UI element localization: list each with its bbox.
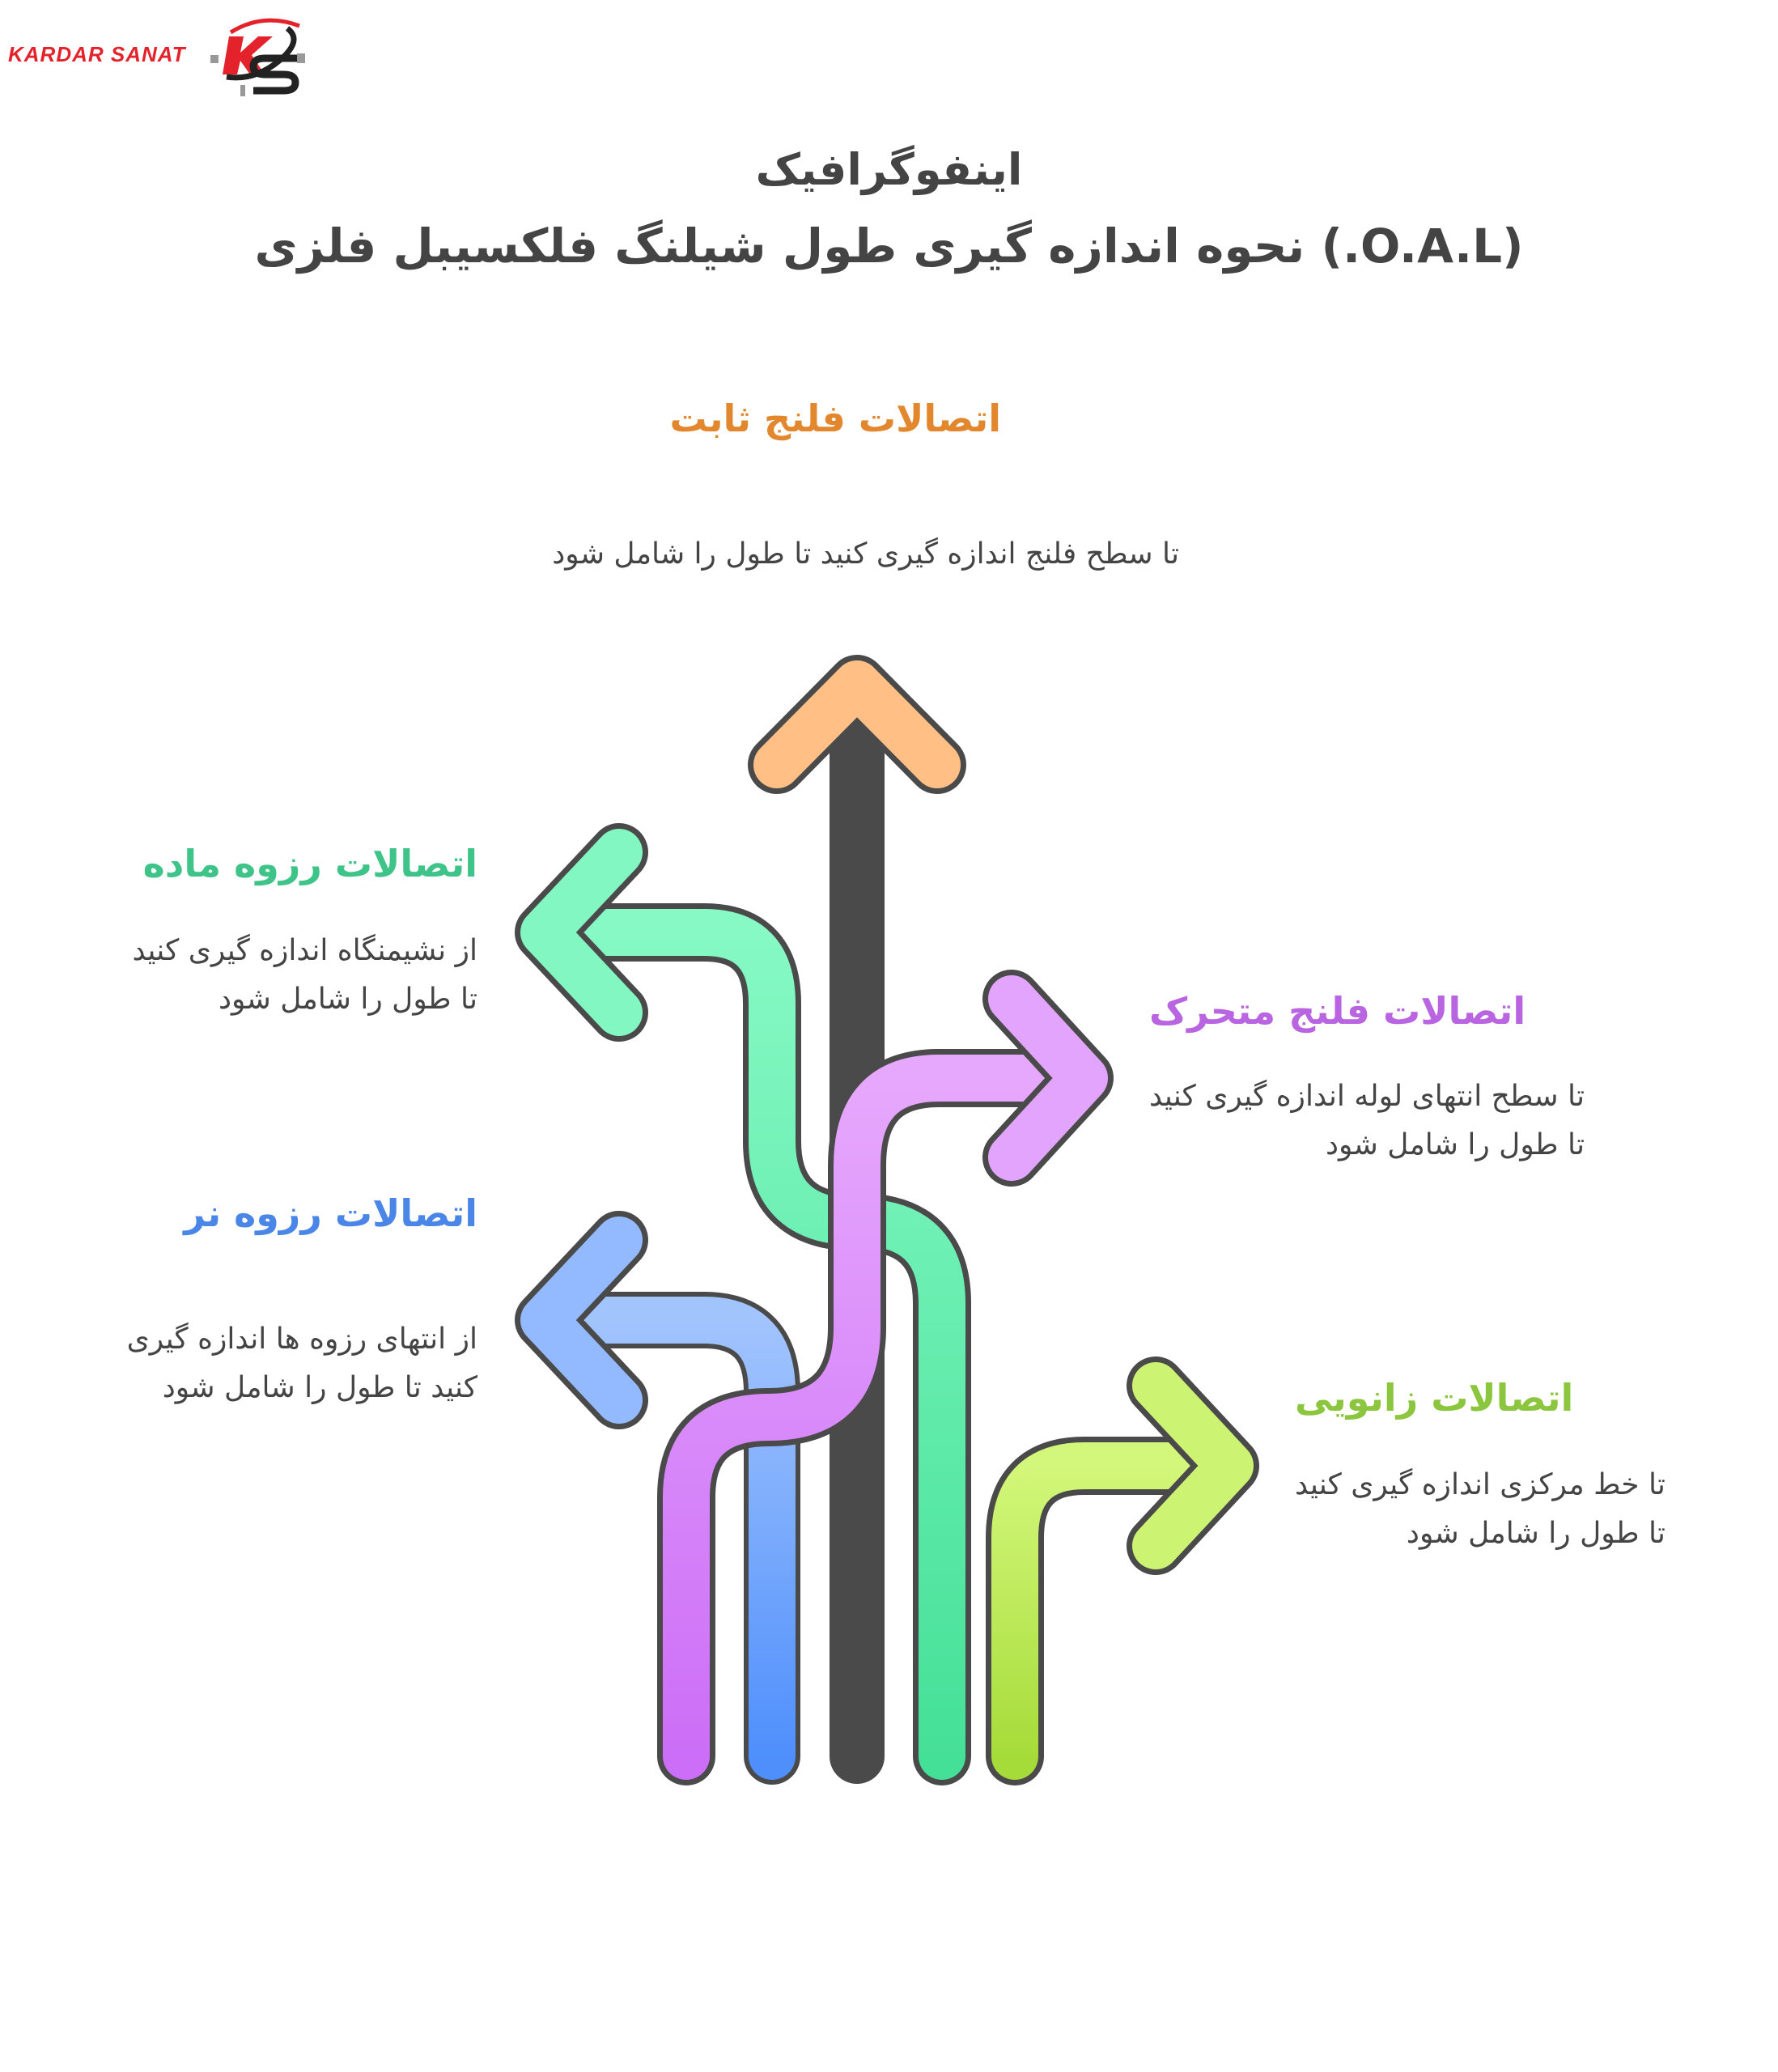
arrow-elbow: [986, 1357, 1259, 1785]
arrow-female-thread: [515, 823, 971, 1785]
heading-swivel-flange: اتصالات فلنج متحرک: [1149, 989, 1526, 1033]
heading-elbow: اتصالات زانویی: [1295, 1376, 1574, 1420]
desc-fixed-flange: تا سطح فلنج اندازه گیری کنید تا طول را ش…: [552, 537, 1179, 571]
logo: KARDAR SANAT: [8, 16, 308, 97]
logo-ks-icon: [210, 18, 305, 96]
desc-male-thread: از انتهای رزوه ها اندازه گیری کنید تا طو…: [126, 1323, 477, 1404]
desc-female-thread: از نشیمنگاه اندازه گیری کنید تا طول را ش…: [132, 934, 477, 1016]
page-subtitle: (O.A.L.) نحوه اندازه گیری طول شیلنگ فلکس…: [254, 219, 1524, 274]
heading-male-thread: اتصالات رزوه نر: [184, 1191, 477, 1235]
desc-elbow: تا خط مرکزی اندازه گیری کنید تا طول را ش…: [1295, 1468, 1666, 1550]
logo-text: KARDAR SANAT: [8, 42, 186, 66]
arrow-swivel-flange: [657, 970, 1114, 1785]
heading-fixed-flange: اتصالات فلنج ثابت: [669, 397, 1002, 440]
page-title: اینفوگرافیک: [755, 144, 1023, 195]
heading-female-thread: اتصالات رزوه ماده: [142, 842, 477, 885]
desc-swivel-flange: تا سطح انتهای لوله اندازه گیری کنید تا ط…: [1149, 1080, 1585, 1161]
arrow-male-thread: [515, 1211, 800, 1785]
